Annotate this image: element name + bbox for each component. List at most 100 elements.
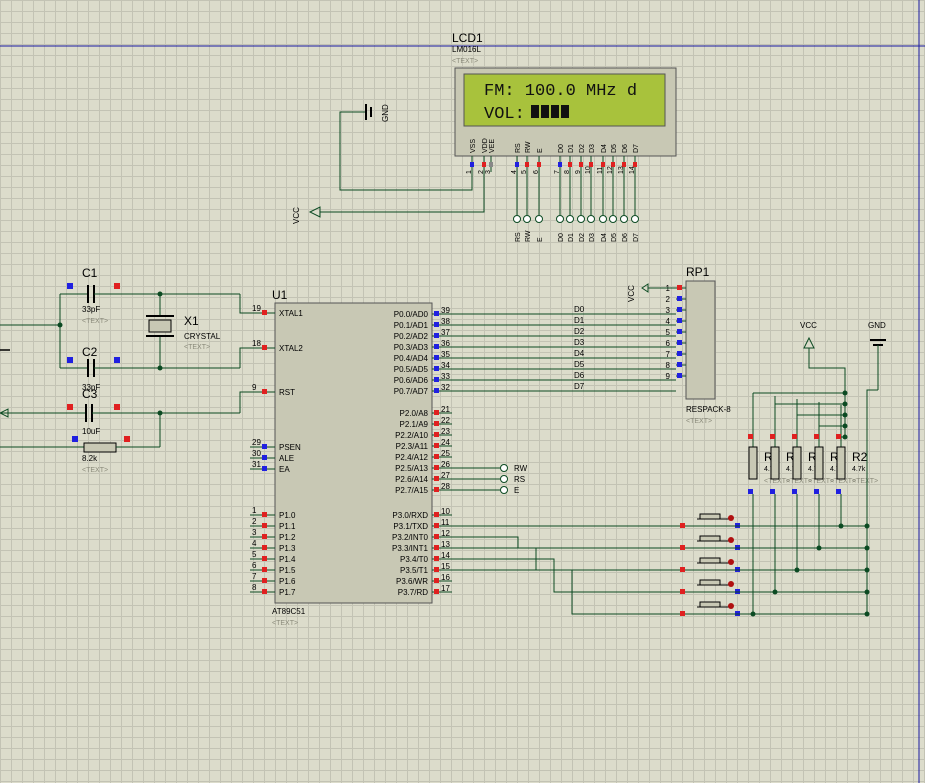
mcu-pin-number: 7	[252, 572, 257, 581]
lcd-terminal[interactable]	[523, 215, 531, 223]
resistor-pin-marker	[748, 489, 753, 494]
c2-ref-label: C2	[82, 345, 98, 359]
button-indicator	[728, 603, 734, 609]
mcu-pin-name: P2.3/A11	[396, 442, 429, 451]
resistor-pin-marker	[770, 434, 775, 439]
button-plunger[interactable]	[699, 513, 721, 520]
lcd-pin-marker	[589, 162, 593, 167]
resistor-pin-marker	[814, 434, 819, 439]
lcd-component[interactable]: LCD1 LM016L <TEXT> FM: 100.0 MHz d VOL: …	[452, 31, 677, 174]
mcu-pin-number: 38	[441, 317, 450, 326]
mcu-pin-number: 28	[441, 482, 450, 491]
control-terminal[interactable]	[500, 475, 508, 483]
lcd-terminal-label: D1	[568, 233, 575, 242]
button-indicator	[728, 515, 734, 521]
mcu-pin-name: P3.3/INT1	[392, 544, 429, 553]
button-plunger[interactable]	[699, 557, 721, 564]
lcd-terminal[interactable]	[620, 215, 628, 223]
mcu-pin-name: P3.1/TXD	[393, 522, 428, 531]
mcu-pin-marker	[434, 556, 439, 561]
mcu-pin-name: P3.2/INT0	[392, 533, 429, 542]
lcd-terminal[interactable]	[631, 215, 639, 223]
mcu-pin-marker	[262, 512, 267, 517]
lcd-terminal[interactable]	[556, 215, 564, 223]
lcd-terminal-label: D4	[601, 233, 608, 242]
mcu-pin-number: 29	[252, 438, 261, 447]
mcu-pin-name: P1.2	[279, 533, 296, 542]
lcd-terminal-label: D7	[633, 233, 640, 242]
respack-pin-number: 5	[666, 328, 671, 337]
button-plunger[interactable]	[699, 579, 721, 586]
mcu-component[interactable]: U1 AT89C51 <TEXT> 19XTAL118XTAL29RST29PS…	[250, 288, 452, 627]
button-plunger[interactable]	[699, 601, 721, 608]
lcd-terminal[interactable]	[566, 215, 574, 223]
mcu-body	[274, 302, 433, 604]
mcu-pin-name: P3.7/RD	[398, 588, 428, 597]
lcd-pin-name: VDD	[482, 138, 489, 153]
lcd-terminal[interactable]	[587, 215, 595, 223]
volume-bar	[531, 105, 539, 118]
mcu-pin-number: 15	[441, 562, 450, 571]
pullup-resistor-bank[interactable]: R64.7k<TEXT>R54.7k<TEXT>R44.7k<TEXT>R34.…	[748, 390, 878, 495]
respack-pin-number: 4	[666, 317, 671, 326]
lcd-terminal-label: D3	[589, 233, 596, 242]
mcu-pin-marker	[434, 333, 439, 338]
mcu-pin-marker	[262, 389, 267, 394]
mcu-pin-name: P1.5	[279, 566, 296, 575]
lcd-pin-number: 12	[607, 166, 614, 174]
lcd-terminal[interactable]	[577, 215, 585, 223]
button-wire	[452, 558, 692, 593]
lcd-pin-marker	[622, 162, 626, 167]
mcu-pin-number: 10	[441, 507, 450, 516]
button-plunger[interactable]	[699, 535, 721, 542]
lcd-terminal[interactable]	[609, 215, 617, 223]
lcd-pin-marker	[568, 162, 572, 167]
lcd-pin-number: 8	[564, 170, 571, 174]
lcd-pin-name: D2	[579, 144, 586, 153]
mcu-pin-number: 9	[252, 383, 257, 392]
respack-pin-number: 7	[666, 350, 671, 359]
button-pin-marker	[680, 567, 685, 572]
lcd-pin-number: 10	[585, 166, 592, 174]
mcu-pin-marker	[262, 545, 267, 550]
lcd-terminal[interactable]	[535, 215, 543, 223]
lcd-pin-number: 13	[618, 166, 625, 174]
mcu-pin-marker	[434, 410, 439, 415]
mcu-pin-name: P1.6	[279, 577, 296, 586]
oscillator-section[interactable]: C1 C2 C3 33pF <TEXT> 33pF 10uF 8.2k <TEX…	[0, 266, 260, 474]
resistor-pin-marker	[792, 489, 797, 494]
respack-pin-number: 6	[666, 339, 671, 348]
mcu-pin-number: 23	[441, 427, 450, 436]
lcd-gnd-symbol: GND	[339, 104, 473, 191]
r1-text-placeholder: <TEXT>	[82, 467, 108, 474]
mcu-pin-marker	[262, 523, 267, 528]
bus-wire-label: D7	[574, 382, 585, 391]
lcd-terminal[interactable]	[599, 215, 607, 223]
resistor-pin-marker	[836, 489, 841, 494]
lcd-line-1: FM: 100.0 MHz d	[484, 82, 637, 101]
mcu-pin-number: 34	[441, 361, 450, 370]
mcu-pin-name: P2.6/A14	[395, 475, 428, 484]
lcd-pin-marker	[470, 162, 474, 167]
lcd-pin-marker	[515, 162, 519, 167]
mcu-pin-name: P2.4/A12	[395, 453, 428, 462]
lcd-pin-number: 5	[521, 170, 528, 174]
mcu-pin-marker	[434, 578, 439, 583]
mcu-pin-name: XTAL2	[279, 344, 303, 353]
lcd-part-label: LM016L	[452, 45, 481, 54]
respack-pin-marker	[677, 318, 682, 323]
mcu-pin-marker	[262, 444, 267, 449]
mcu-pin-number: 36	[441, 339, 450, 348]
mcu-pin-number: 26	[441, 460, 450, 469]
bus-wire-label: D3	[574, 338, 585, 347]
mcu-pin-number: 39	[441, 306, 450, 315]
lcd-terminal[interactable]	[513, 215, 521, 223]
mcu-pin-marker	[434, 465, 439, 470]
control-terminal[interactable]	[500, 486, 508, 494]
pushbutton-array[interactable]	[452, 389, 878, 617]
control-terminal[interactable]	[500, 464, 508, 472]
mcu-pin-number: 37	[441, 328, 450, 337]
mcu-pin-name: P3.0/RXD	[392, 511, 428, 520]
